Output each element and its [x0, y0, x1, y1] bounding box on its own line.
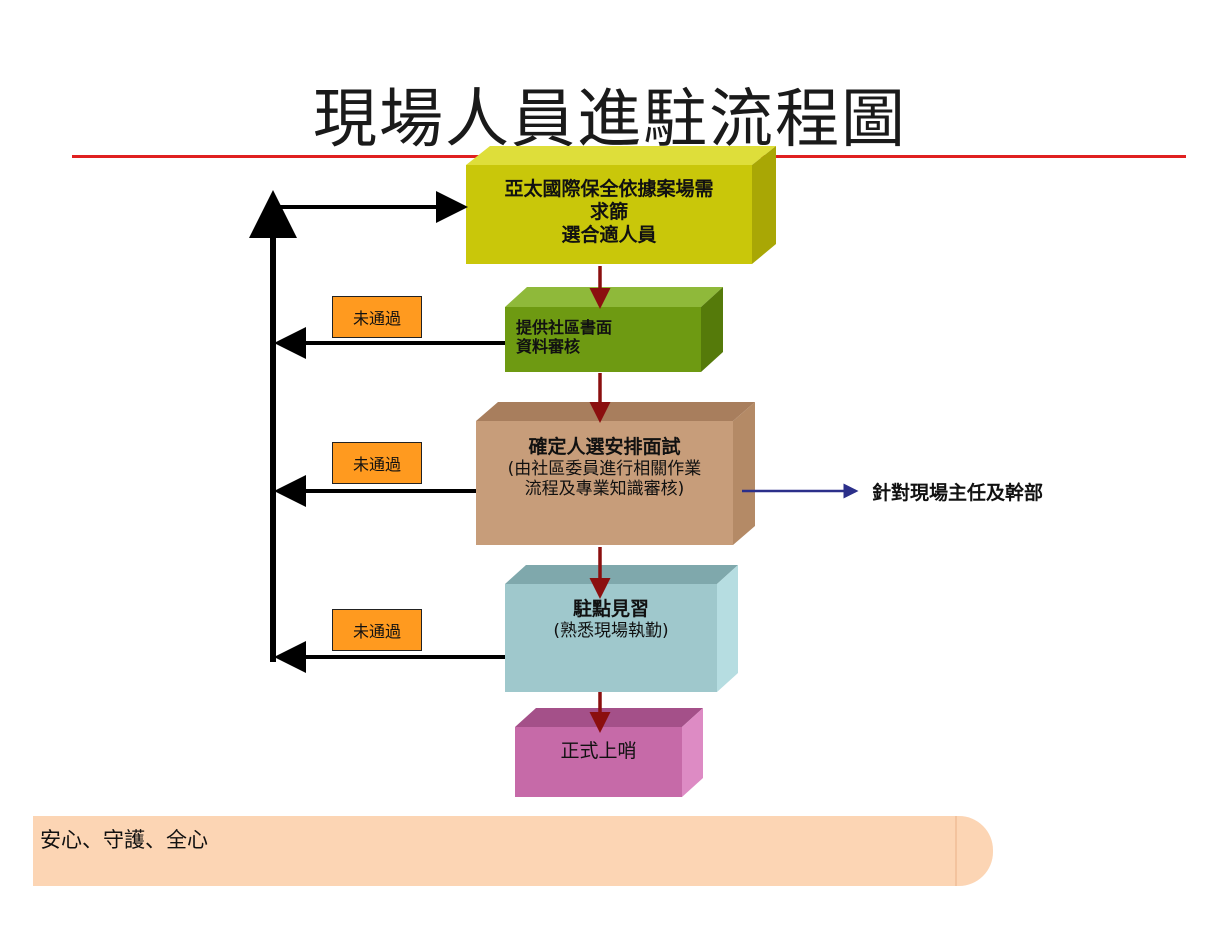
- step-3-line-1: 確定人選安排面試: [528, 436, 681, 458]
- step-2-line-1: 提供社區書面: [516, 318, 613, 337]
- step-1-line-3: 選合適人員: [561, 223, 657, 246]
- page-title: 現場人員進駐流程圖: [313, 83, 907, 157]
- footer-bar: [33, 816, 993, 886]
- step-2-line-2: 資料審核: [516, 337, 581, 357]
- step-3-box: [476, 402, 755, 545]
- step-1-line-1: 亞太國際保全依據案場需: [504, 178, 714, 200]
- fail-label-step-3: 未通過: [332, 442, 422, 484]
- step-4-text: 駐點見習 (熟悉現場執勤): [505, 598, 717, 641]
- step-3-line-3: 流程及專業知識審核): [524, 479, 685, 500]
- fail-label-step-4: 未通過: [332, 609, 422, 651]
- step-5-text: 正式上哨: [515, 740, 682, 763]
- footer-slogan: 安心、守護、全心: [40, 828, 208, 852]
- step-1-line-2: 求篩: [589, 200, 628, 223]
- step-4-line-1: 駐點見習: [572, 598, 649, 620]
- step-1-text: 亞太國際保全依據案場需 求篩 選合適人員: [466, 178, 752, 246]
- step-3-text: 確定人選安排面試 (由社區委員進行相關作業 流程及專業知識審核): [476, 436, 733, 500]
- footer-separator: [955, 816, 957, 886]
- step-2-text: 提供社區書面 資料審核: [516, 318, 696, 356]
- step-4-line-2: (熟悉現場執勤): [553, 620, 669, 641]
- side-note: 針對現場主任及幹部: [872, 482, 1044, 504]
- step-4-box: [505, 565, 738, 692]
- step-2-box: [505, 287, 723, 372]
- fail-label-step-2: 未通過: [332, 296, 422, 338]
- step-5-line-1: 正式上哨: [560, 740, 637, 762]
- step-3-line-2: (由社區委員進行相關作業: [507, 458, 702, 479]
- step-1-box: [466, 146, 776, 264]
